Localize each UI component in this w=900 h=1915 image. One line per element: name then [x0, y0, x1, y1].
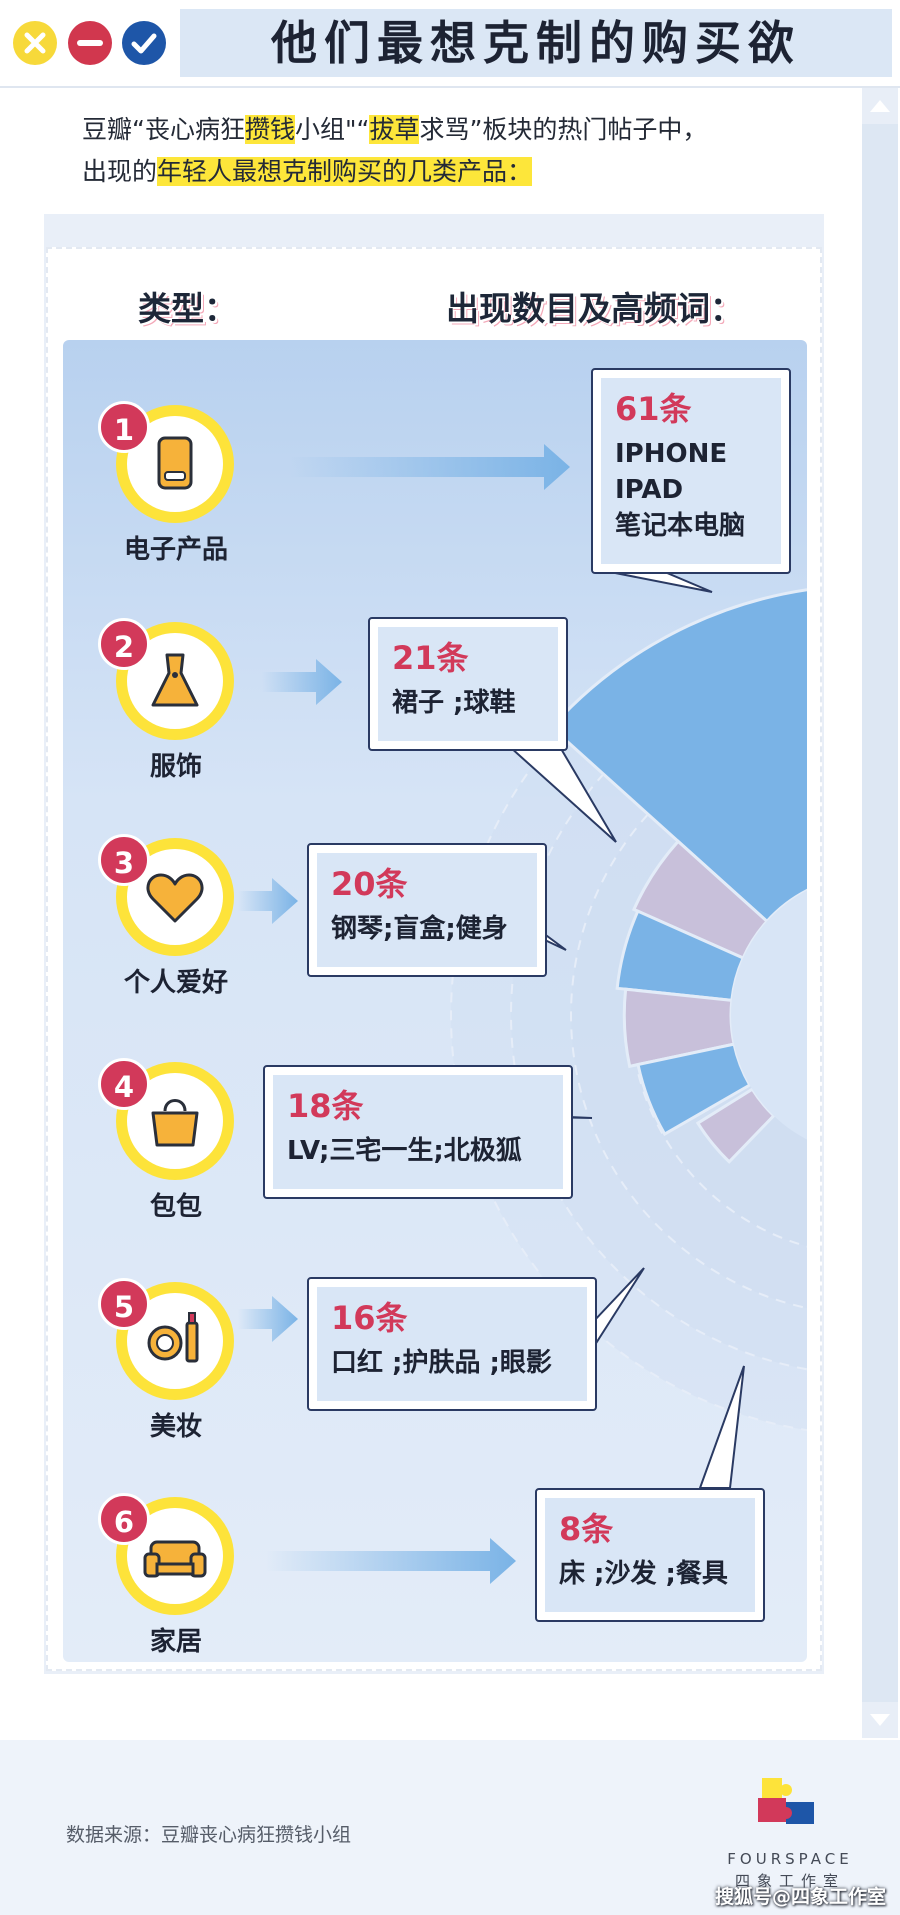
count-label: 20条	[331, 865, 408, 903]
sofa-icon	[143, 1540, 207, 1578]
icon-disc	[127, 1508, 223, 1604]
rank-badge: 1	[98, 401, 150, 453]
intro-highlight: 攒钱	[244, 115, 295, 144]
callout-body: 8条床 ;沙发 ;餐具	[545, 1498, 755, 1612]
callout-body: 20条钢琴;盲盒;健身	[317, 853, 537, 967]
count-label: 18条	[287, 1087, 364, 1125]
keyword-text: IPHONE	[615, 439, 728, 469]
logo-text-cn: 四象工作室	[734, 1872, 845, 1890]
arrow-up-icon	[870, 100, 890, 112]
callout-body: 18条 LV;三宅一生;北极狐	[273, 1075, 563, 1189]
keyword-text: 床 ;沙发 ;餐具	[559, 1559, 728, 1589]
callout-6: 8条床 ;沙发 ;餐具	[535, 1488, 765, 1622]
arrow-1	[290, 444, 570, 490]
check-icon	[131, 33, 157, 54]
category-label: 美妆	[149, 1412, 202, 1442]
rank-badge: 2	[98, 618, 150, 670]
arrow-down-icon	[870, 1714, 890, 1726]
category-label: 个人爱好	[123, 968, 228, 998]
minimize-button[interactable]	[68, 21, 112, 65]
callout-body: 16条口红 ;护肤品 ;眼影	[317, 1287, 587, 1401]
keyword-text: 钢琴;盲盒;健身	[331, 914, 508, 944]
rank-badge: 6	[98, 1493, 150, 1545]
keyword-text: IPAD	[615, 475, 684, 505]
arrow-5	[266, 1538, 516, 1584]
count-label: 8条	[559, 1510, 614, 1548]
count-label: 21条	[392, 639, 469, 677]
category-label: 电子产品	[123, 535, 228, 565]
data-source: 数据来源：豆瓣丧心病狂攒钱小组	[66, 1824, 352, 1846]
minus-icon	[77, 40, 103, 46]
intro-text: 小组"“	[294, 115, 370, 144]
makeup-icon	[147, 1312, 199, 1363]
fourspace-logo	[758, 1778, 814, 1824]
rank-badge: 5	[98, 1278, 150, 1330]
category-label: 包包	[149, 1192, 202, 1222]
watermark: 搜狐号@四象工作室	[715, 1886, 887, 1908]
callout-5: 16条口红 ;护肤品 ;眼影	[307, 1277, 597, 1411]
radial-center	[731, 890, 807, 1140]
logo-text-en: FOURSPACE	[727, 1850, 853, 1868]
callout-4: 18条 LV;三宅一生;北极狐	[263, 1065, 573, 1199]
chart-panel	[63, 340, 807, 1662]
scroll-down-button[interactable]	[862, 1702, 898, 1738]
count-header: 出现数目及高频词：	[446, 289, 743, 328]
footer	[0, 1740, 900, 1915]
close-button[interactable]	[13, 21, 57, 65]
confirm-button[interactable]	[122, 21, 166, 65]
dress-icon	[151, 653, 199, 707]
arrow-4	[238, 1296, 298, 1342]
scroll-up-button[interactable]	[862, 88, 898, 124]
icon-ring	[116, 622, 234, 740]
callout-1: 61条 IPHONE IPAD 笔记本电脑	[591, 368, 791, 574]
category-label: 服饰	[149, 752, 202, 782]
radial-chart	[450, 588, 807, 1431]
type-header: 类型：	[138, 289, 237, 328]
arrow-3	[238, 878, 298, 924]
callout-3: 20条钢琴;盲盒;健身	[307, 843, 547, 977]
callout-body: 61条 IPHONE IPAD 笔记本电脑	[601, 378, 781, 564]
rank-badge: 3	[98, 834, 150, 886]
count-label: 16条	[331, 1299, 408, 1337]
callout-2: 21条裙子 ;球鞋	[368, 617, 568, 751]
category-label: 家居	[149, 1627, 202, 1657]
intro-line-1: 豆瓣“丧心病狂攒钱小组"“拔草求骂”板块的热门帖子中，	[82, 110, 842, 150]
intro-text: 出现的	[82, 157, 158, 186]
page-title: 他们最想克制的购买欲	[271, 16, 801, 70]
keyword-text: 口红 ;护肤品 ;眼影	[331, 1348, 552, 1378]
arrow-2	[262, 659, 342, 705]
intro-highlight: 年轻人最想克制购买的几类产品：	[157, 157, 533, 186]
phone-icon	[157, 436, 193, 490]
keyword-text: LV;三宅一生;北极狐	[287, 1136, 522, 1166]
intro-line-2: 出现的年轻人最想克制购买的几类产品：	[82, 152, 842, 192]
callout-body: 21条裙子 ;球鞋	[378, 627, 558, 741]
intro-text: 求骂”板块的热门帖子中，	[419, 115, 708, 144]
scrollbar[interactable]	[862, 88, 898, 1738]
rank-badge: 4	[98, 1058, 150, 1110]
handbag-icon	[151, 1099, 199, 1147]
window-titlebar: 他们最想克制的购买欲	[0, 0, 900, 88]
intro-highlight: 拔草	[369, 115, 420, 144]
title-box: 他们最想克制的购买欲	[180, 9, 892, 77]
keyword-text: 裙子 ;球鞋	[392, 688, 516, 718]
close-icon	[24, 32, 46, 54]
count-label: 61条	[615, 390, 692, 428]
heart-icon	[146, 873, 204, 923]
intro-text: 豆瓣“丧心病狂	[82, 115, 245, 144]
keyword-text: 笔记本电脑	[615, 511, 746, 541]
